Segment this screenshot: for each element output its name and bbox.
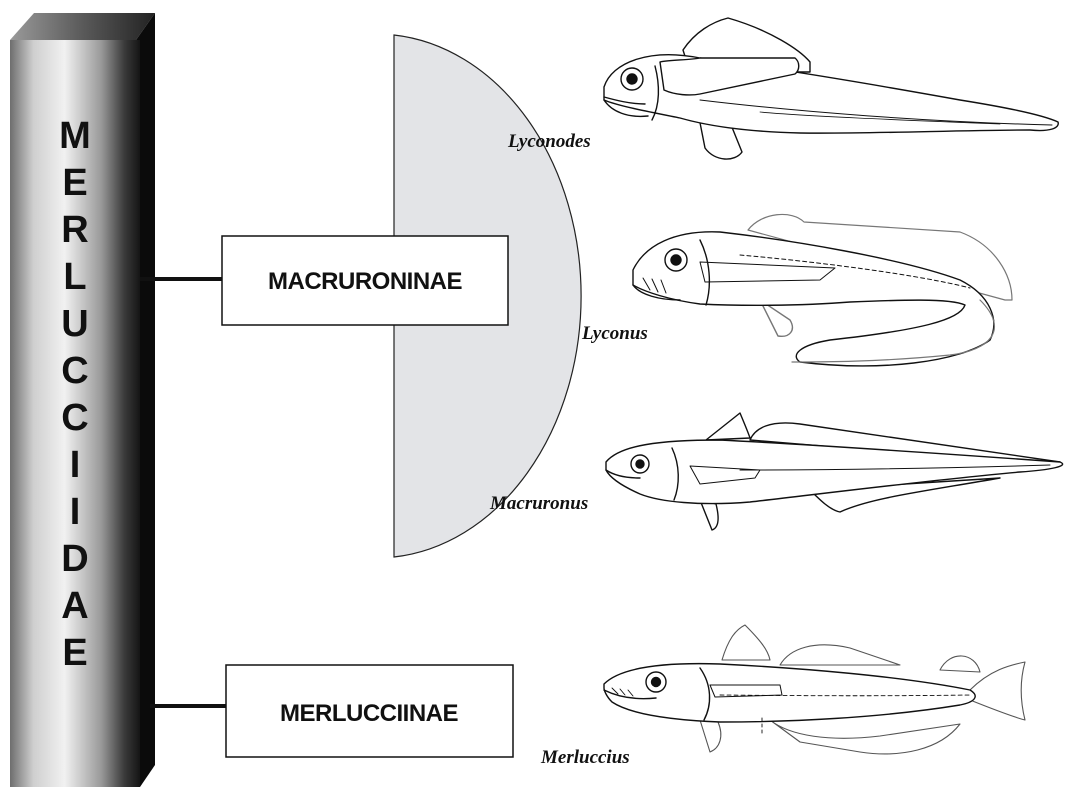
family-name-letter: L <box>63 256 86 298</box>
family-name-letter: I <box>70 491 81 533</box>
subfamily-label-merlucciinae: MERLUCCIINAE <box>280 700 458 727</box>
family-name-letter: M <box>59 115 91 157</box>
genus-label-macruronus: Macruronus <box>489 493 588 514</box>
lyconus-fish-icon <box>633 214 1012 365</box>
pillar-top-face <box>10 13 155 40</box>
genus-label-lyconodes: Lyconodes <box>507 131 591 152</box>
family-name-letter: C <box>61 397 88 439</box>
family-name-letter: E <box>62 162 87 204</box>
subfamily-box-macruroninae: MACRURONINAE <box>222 236 508 325</box>
merluccius-fish-icon <box>604 625 1025 754</box>
family-pillar: MERLUCCIIDAEMERLUCCIIDAE <box>10 13 155 787</box>
genus-label-merluccius: Merluccius <box>540 747 630 768</box>
family-name-letter: A <box>61 585 88 627</box>
subfamily-box-merlucciinae: MERLUCCIINAE <box>226 665 513 757</box>
family-name-letter: U <box>61 303 88 345</box>
genus-label-lyconus: Lyconus <box>581 323 648 344</box>
subfamily-label-macruroninae: MACRURONINAE <box>268 268 462 295</box>
family-name-letter: E <box>62 632 87 674</box>
family-name-letter: R <box>61 209 88 251</box>
lyconodes-fish-icon <box>604 18 1058 159</box>
family-name-letter: C <box>61 350 88 392</box>
family-name-letter: D <box>61 538 88 580</box>
family-name-letter: I <box>70 444 81 486</box>
macruronus-fish-icon <box>606 413 1063 530</box>
